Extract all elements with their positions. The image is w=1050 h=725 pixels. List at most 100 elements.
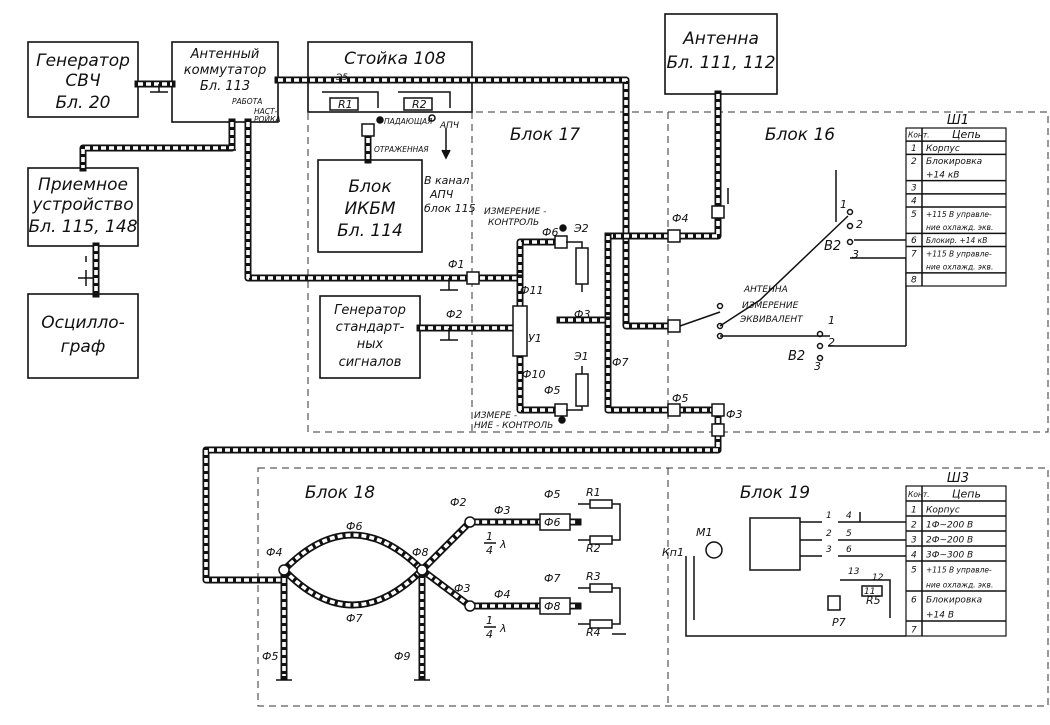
ant-comm-l1: Антенный	[190, 47, 260, 62]
flanges	[278, 123, 725, 612]
f5-label-18b: Ф5	[544, 488, 560, 501]
e2-label: Э2	[573, 222, 589, 235]
relay-num: 1	[826, 511, 832, 521]
sw2-n3: 3	[814, 360, 821, 373]
blok19-circuit	[685, 512, 906, 637]
sh1-row-text: +14 кВ	[926, 170, 959, 180]
oscill-l1: Осцилло-	[41, 313, 125, 333]
sh1-row-num: 7	[911, 249, 917, 259]
izm-bot-l1: ИЗМЕРЕ -	[474, 411, 517, 421]
sh3-row-text: ние охлажд. экв.	[926, 580, 993, 589]
sh3-row-num: 4	[911, 550, 917, 560]
sh1-row-text: ние охлажд. экв.	[926, 263, 993, 272]
m1-label: М1	[696, 526, 713, 539]
gen-svch-l1: Генератор	[36, 51, 130, 71]
sh1-row-num: 5	[911, 210, 917, 220]
blok16-switch	[679, 170, 907, 362]
sh3-row-text: Блокировка	[926, 595, 982, 605]
sh3-header-kont: Конт.	[908, 490, 930, 499]
gen-svch-l2: СВЧ	[65, 71, 101, 91]
sh3-row-num: 2	[911, 520, 917, 530]
sh1-row-num: 3	[911, 184, 917, 194]
ekvivalent-sw-label: ЭКВИВАЛЕНТ	[739, 315, 804, 325]
rabota-label: РАБОТА	[232, 97, 262, 106]
f3b-label-18: Ф3	[494, 504, 510, 517]
region-blocks-16-17	[307, 111, 1049, 433]
sh3-row-text: 1Ф~200 В	[926, 520, 973, 530]
sh1-row-text: +115 В управле-	[926, 249, 992, 258]
otrazhennaya-label: ОТРАЖЕННАЯ	[374, 145, 429, 154]
blok16-title: Блок 16	[765, 125, 835, 145]
ant-comm-l3: Бл. 113	[200, 79, 250, 94]
r2-label: R2	[412, 98, 427, 111]
q2-den: 4	[486, 628, 493, 641]
antenna-l1: Антенна	[682, 29, 759, 49]
gen-std-l4: сигналов	[339, 355, 402, 370]
sh1-row-num: 1	[911, 144, 917, 154]
relay-num: 13	[848, 567, 860, 577]
blok18-title: Блок 18	[305, 483, 375, 503]
ground-marks	[78, 84, 729, 681]
sh1-row-text: ние охлажд. экв.	[926, 223, 993, 232]
r3-label-18: R3	[586, 570, 601, 583]
f10-label: Ф10	[522, 368, 545, 381]
f3-label-16: Ф3	[726, 408, 742, 421]
sw-n1: 1	[840, 198, 847, 211]
relay-num: 2	[826, 529, 832, 539]
sh3-row-num: 6	[911, 595, 917, 605]
stoika-internals	[322, 91, 451, 160]
f2-label-18: Ф2	[450, 496, 466, 509]
gen-std-l1: Генератор	[334, 303, 406, 318]
f5-label-18: Ф5	[262, 650, 278, 663]
antenna-l2: Бл. 111, 112	[666, 53, 775, 73]
f5-label-17: Ф5	[544, 384, 560, 397]
relay-num: 5	[846, 529, 852, 539]
v-kanal-l2: АПЧ	[429, 188, 454, 201]
priem-l1: Приемное	[38, 175, 128, 195]
blok18-loads	[539, 499, 621, 629]
gen-std-l3: ных	[357, 337, 384, 352]
q1-den: 4	[486, 544, 493, 557]
sh1-row-num: 2	[911, 157, 917, 167]
sw2-n2: 2	[828, 336, 835, 349]
f11-label: Ф11	[520, 284, 543, 297]
r4-label-18: R4	[586, 626, 601, 639]
f8-label-18b: Ф8	[544, 600, 560, 613]
sw-n3: 3	[852, 248, 859, 261]
sh3-row-num: 3	[911, 535, 917, 545]
f2-label-17: Ф2	[446, 308, 462, 321]
izm-top-l1: ИЗМЕРЕНИЕ -	[484, 207, 546, 217]
antenna-sw-label: АНТЕННА	[743, 285, 788, 295]
e5-label: Э5	[335, 73, 348, 83]
sh1-header-cep: Цепь	[952, 128, 981, 141]
relay-num: 11	[864, 587, 875, 597]
sh1-row-num: 4	[911, 197, 917, 207]
f6-label-18: Ф6	[346, 520, 362, 533]
block-oscillograph	[27, 293, 139, 379]
u1-label: У1	[528, 332, 542, 345]
ikbm-l3: Бл. 114	[337, 221, 403, 241]
izm-top-l2: КОНТРОЛЬ	[488, 218, 539, 228]
sh3-row-text: 3Ф~300 В	[926, 550, 973, 560]
relay-num: 4	[846, 511, 852, 521]
f3-label-17: Ф3	[574, 308, 590, 321]
sh3-row-num: 5	[911, 565, 917, 575]
sh1-row-text: +115 В управле-	[926, 210, 992, 219]
sh3-row-text: +115 В управле-	[926, 565, 992, 574]
oscill-l2: граф	[61, 337, 106, 357]
f7-label-18: Ф7	[346, 612, 362, 625]
block-gen-svch	[27, 41, 139, 118]
sw2-n1: 1	[828, 314, 835, 327]
e1-label: Э1	[573, 350, 589, 363]
r1-label-18: R1	[586, 486, 601, 499]
izm-bot-l2: НИЕ - КОНТРОЛЬ	[474, 421, 553, 431]
sh1-title: Ш1	[947, 113, 969, 128]
f3-label-18: Ф3	[454, 582, 470, 595]
p7-label: Р7	[832, 616, 846, 629]
sh3-row-num: 1	[911, 505, 917, 515]
sh3-title: Ш3	[947, 471, 969, 486]
